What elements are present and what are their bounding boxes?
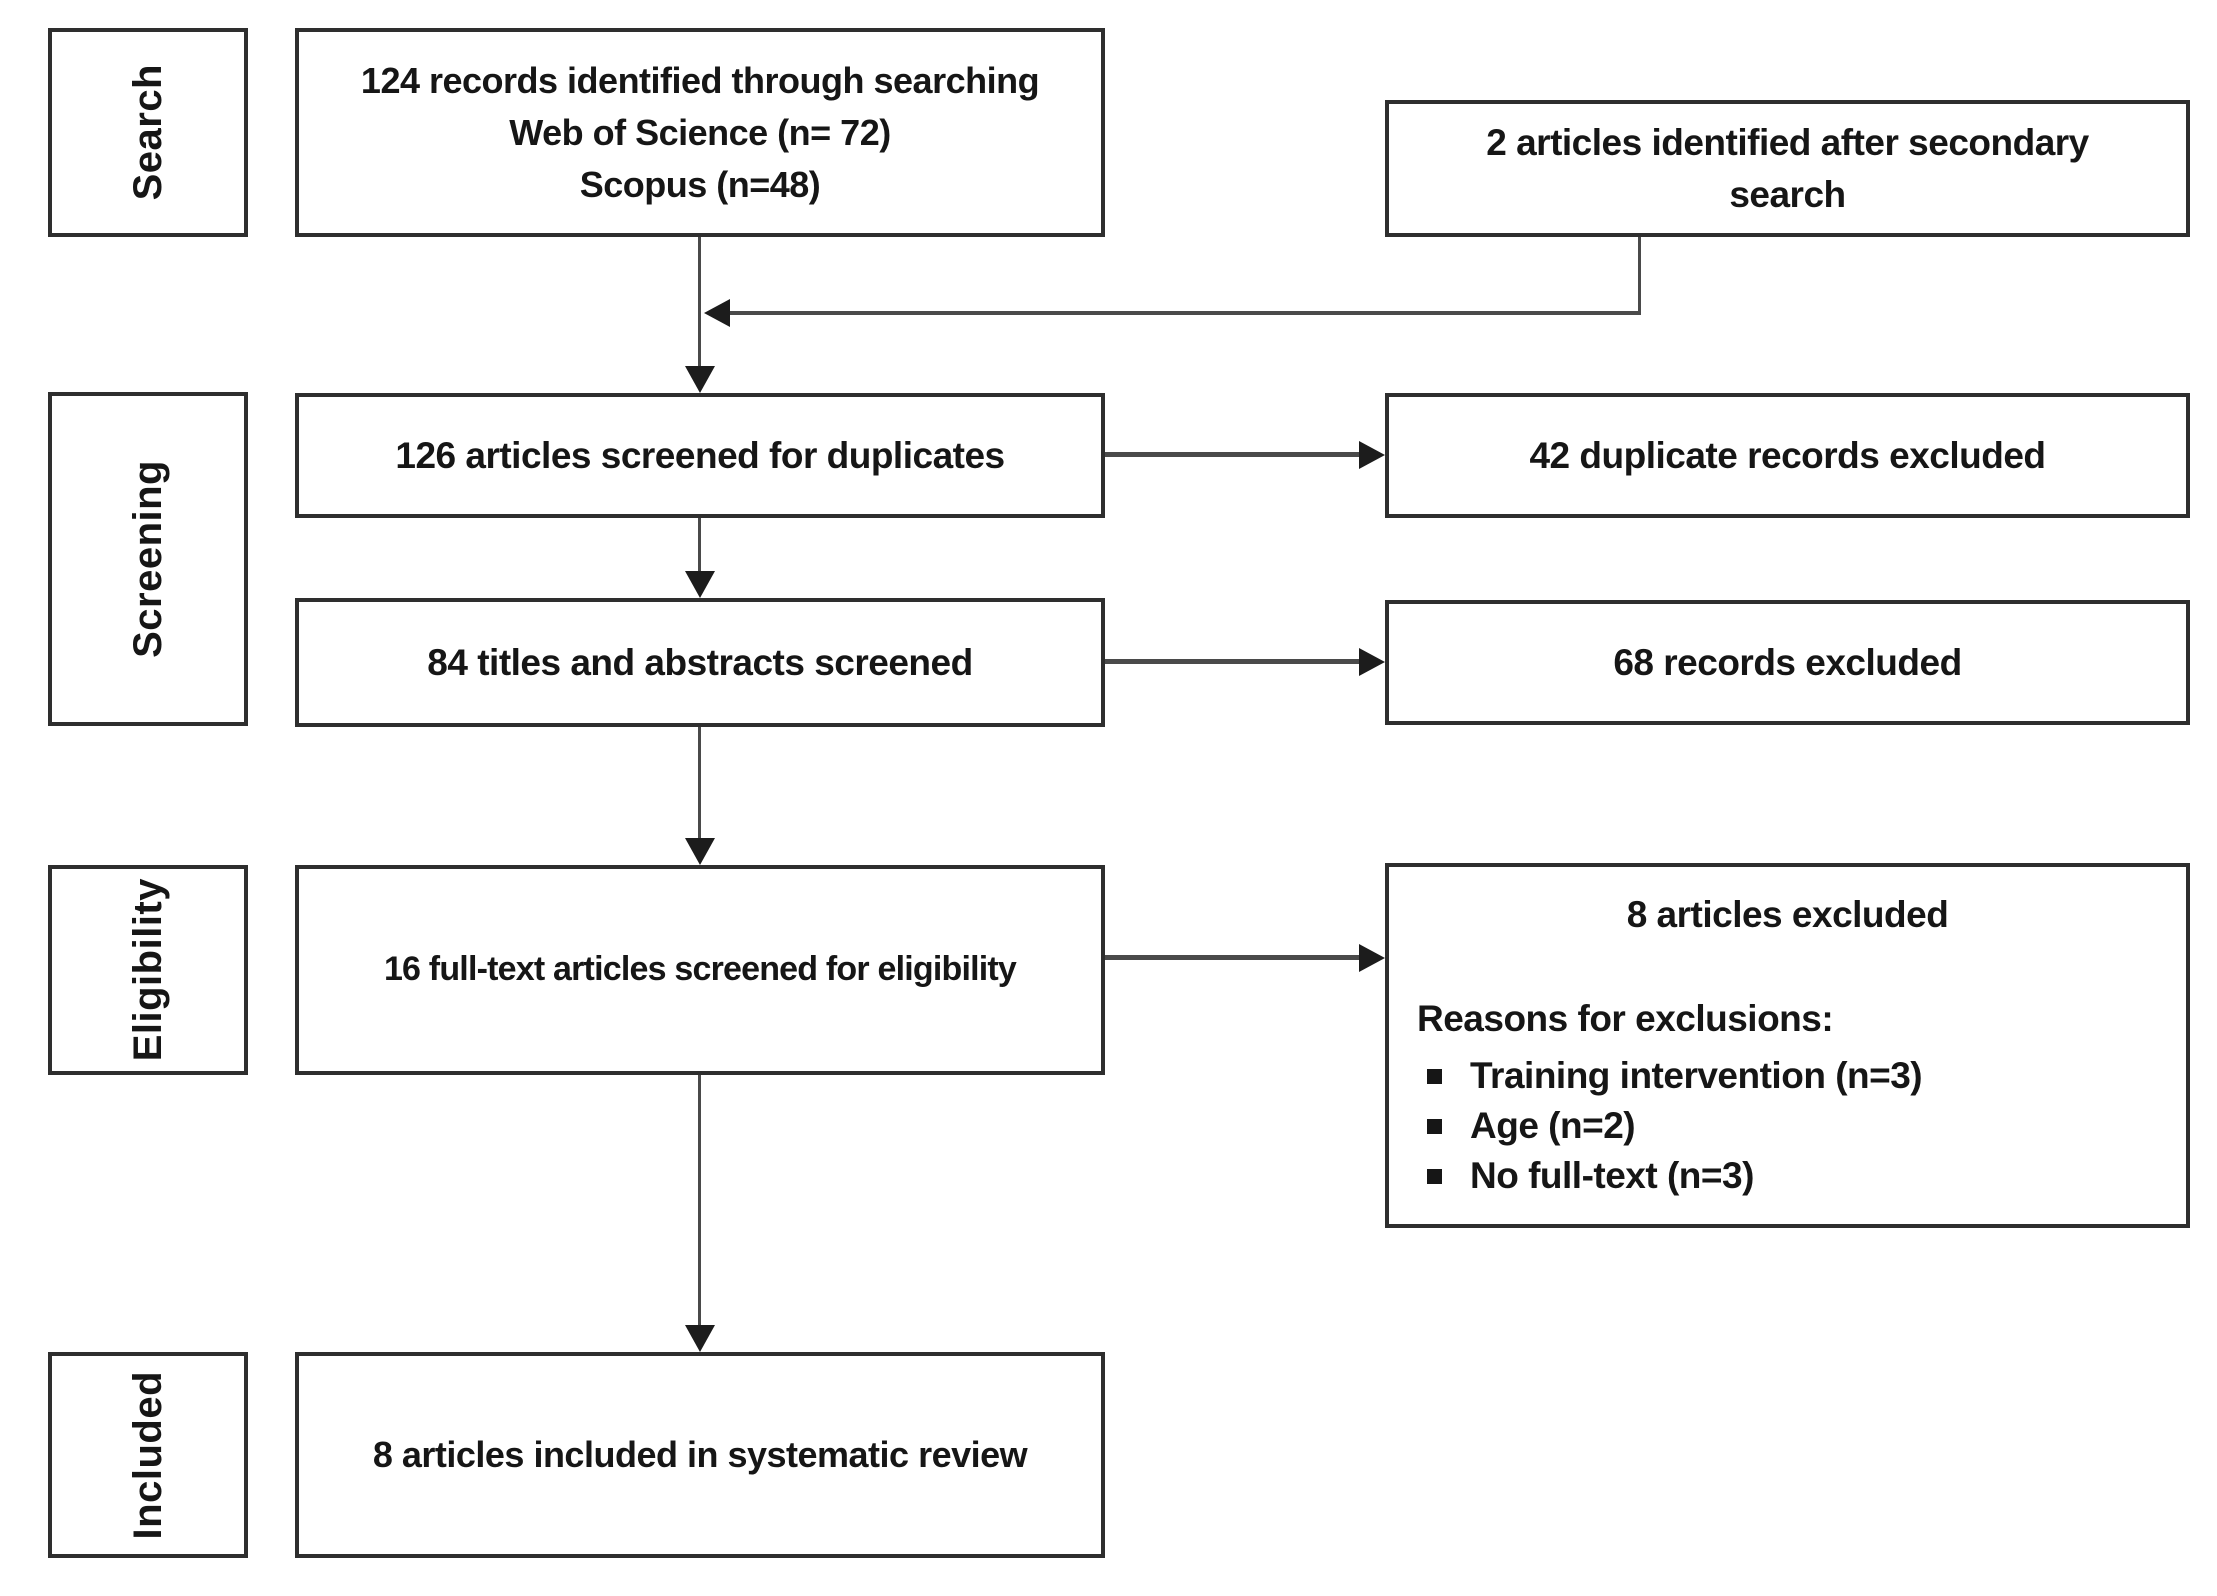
records-excluded-text: 68 records excluded [1613, 641, 1962, 683]
arrowhead-into-included [685, 1325, 715, 1352]
connector-to-records-excluded [1105, 659, 1359, 664]
secondary-search-line1: 2 articles identified after secondary [1486, 121, 2089, 163]
included-review-text: 8 articles included in systematic review [372, 1433, 1028, 1475]
stage-label-eligibility: Eligibility [125, 878, 170, 1062]
duplicates-excluded-text: 42 duplicate records excluded [1529, 434, 2046, 476]
secondary-search-line2: search [1729, 173, 1846, 215]
box-fulltext-screened: 16 full-text articles screened for eligi… [295, 865, 1105, 1075]
box-screened-duplicates: 126 articles screened for duplicates [295, 393, 1105, 518]
box-duplicates-excluded: 42 duplicate records excluded [1385, 393, 2190, 518]
connector-fulltext-to-included [698, 1075, 701, 1325]
connector-identified-to-duplicates [698, 237, 701, 366]
connector-to-articles-excluded [1105, 955, 1359, 960]
arrowhead-into-records-excluded [1359, 648, 1385, 676]
records-identified-text: 124 records identified through searching… [360, 55, 1040, 211]
records-identified-line3: Scopus (n=48) [579, 163, 821, 205]
box-articles-excluded: 8 articles excluded Reasons for exclusio… [1385, 863, 2190, 1228]
stage-label-search: Search [125, 64, 170, 201]
arrowhead-into-articles-excluded [1359, 944, 1385, 972]
box-records-identified: 124 records identified through searching… [295, 28, 1105, 237]
connector-duplicates-to-titles [698, 518, 701, 571]
box-titles-abstracts-screened: 84 titles and abstracts screened [295, 598, 1105, 727]
stage-label-screening: Screening [125, 460, 170, 658]
records-identified-line2: Web of Science (n= 72) [509, 111, 891, 153]
connector-titles-to-fulltext [698, 727, 701, 838]
exclusion-reason-text: No full-text (n=3) [1470, 1155, 1754, 1196]
arrowhead-merge-left [704, 299, 730, 327]
exclusion-reason-item: Training intervention (n=3) [1417, 1051, 2158, 1101]
connector-secondary-down [1638, 237, 1641, 315]
titles-abstracts-text: 84 titles and abstracts screened [427, 641, 973, 683]
box-records-excluded: 68 records excluded [1385, 600, 2190, 725]
arrowhead-into-duplicates-screened [685, 366, 715, 393]
exclusion-reason-text: Training intervention (n=3) [1470, 1055, 1923, 1096]
bullet-square-icon [1427, 1118, 1442, 1134]
records-identified-line1: 124 records identified through searching [360, 59, 1040, 101]
articles-excluded-title: 8 articles excluded [1626, 894, 1949, 935]
arrowhead-into-duplicates-excluded [1359, 441, 1385, 469]
stage-box-search: Search [48, 28, 248, 237]
bullet-square-icon [1427, 1168, 1442, 1184]
arrowhead-into-titles-screened [685, 571, 715, 598]
stage-box-included: Included [48, 1352, 248, 1558]
exclusion-reason-item: Age (n=2) [1417, 1101, 2158, 1151]
secondary-search-text: 2 articles identified after secondary se… [1486, 117, 2089, 221]
bullet-square-icon [1427, 1068, 1442, 1084]
stage-label-included: Included [125, 1370, 170, 1540]
stage-box-screening: Screening [48, 392, 248, 726]
box-secondary-search: 2 articles identified after secondary se… [1385, 100, 2190, 237]
exclusion-reason-item: No full-text (n=3) [1417, 1151, 2158, 1201]
exclusion-reason-text: Age (n=2) [1470, 1105, 1636, 1146]
screened-duplicates-text: 126 articles screened for duplicates [395, 434, 1005, 476]
connector-secondary-merge [730, 311, 1641, 315]
stage-box-eligibility: Eligibility [48, 865, 248, 1075]
fulltext-screened-text: 16 full-text articles screened for eligi… [383, 950, 1017, 989]
arrowhead-into-fulltext [685, 838, 715, 865]
connector-to-duplicates-excluded [1105, 452, 1359, 457]
exclusion-reasons-heading: Reasons for exclusions: [1417, 998, 1834, 1039]
box-included-review: 8 articles included in systematic review [295, 1352, 1105, 1558]
